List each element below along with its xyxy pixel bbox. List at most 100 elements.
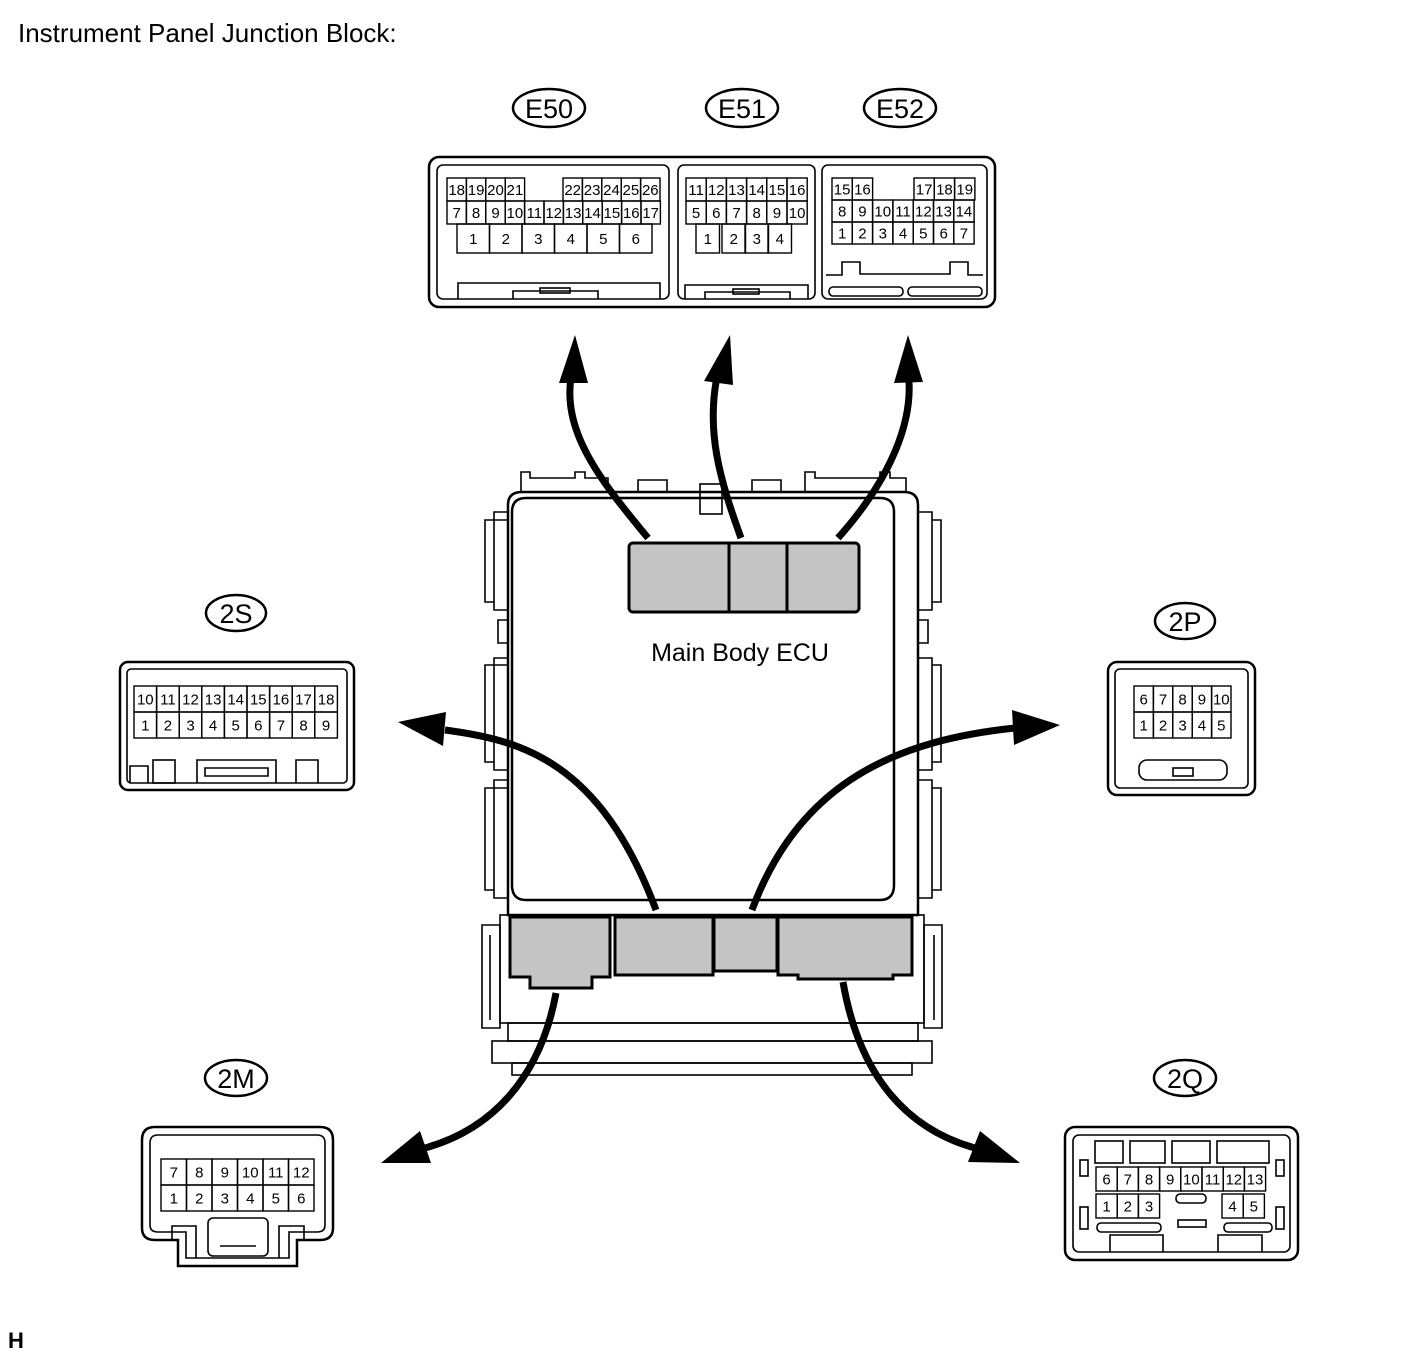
pin-number: 3 bbox=[534, 231, 542, 248]
pin-number: 9 bbox=[773, 205, 781, 222]
arrow-to-2s bbox=[444, 726, 660, 912]
pin-cell bbox=[1137, 1193, 1161, 1219]
pin-number: 5 bbox=[272, 1191, 280, 1208]
arrow-head-2q bbox=[968, 1131, 1020, 1163]
pin-cell bbox=[1243, 1166, 1267, 1192]
pin-number: 9 bbox=[221, 1165, 229, 1182]
pin-number: 8 bbox=[195, 1165, 203, 1182]
svg-text:E51: E51 bbox=[718, 94, 766, 124]
pin-number: 11 bbox=[895, 204, 911, 221]
pin-number: 3 bbox=[186, 718, 194, 735]
pin-number: 23 bbox=[584, 182, 601, 199]
pin-number: 5 bbox=[919, 226, 927, 243]
pin-number: 4 bbox=[1228, 1199, 1236, 1216]
pin-number: 18 bbox=[936, 182, 953, 199]
arrow-to-2q bbox=[839, 981, 976, 1152]
pin-number: 26 bbox=[642, 182, 659, 199]
pin-number: 4 bbox=[567, 231, 575, 248]
pin-number: 22 bbox=[564, 182, 581, 199]
pin-number: 8 bbox=[299, 718, 307, 735]
connector-2q-housing bbox=[1063, 1125, 1300, 1262]
label-2s: 2S bbox=[204, 593, 268, 633]
pin-number: 4 bbox=[246, 1191, 254, 1208]
svg-text:2S: 2S bbox=[219, 599, 252, 629]
pin-number: 5 bbox=[599, 231, 607, 248]
pin-number: 8 bbox=[1145, 1172, 1153, 1189]
pin-number: 1 bbox=[1102, 1199, 1110, 1216]
pin-number: 1 bbox=[704, 231, 712, 248]
svg-text:E50: E50 bbox=[525, 94, 573, 124]
pin-number: 7 bbox=[1124, 1172, 1132, 1189]
pin-number: 2 bbox=[164, 718, 172, 735]
label-2p: 2P bbox=[1153, 601, 1217, 641]
pin-number: 15 bbox=[250, 692, 267, 709]
pin-number: 6 bbox=[939, 226, 947, 243]
pin-number: 3 bbox=[221, 1191, 229, 1208]
pin-number: 11 bbox=[688, 182, 704, 199]
pin-number: 10 bbox=[137, 692, 154, 709]
pin-number: 5 bbox=[1217, 718, 1225, 735]
pin-number: 15 bbox=[604, 205, 621, 222]
pin-number: 3 bbox=[1145, 1199, 1153, 1216]
pin-number: 4 bbox=[899, 226, 907, 243]
pin-number: 24 bbox=[603, 182, 620, 199]
pin-number: 7 bbox=[1159, 692, 1167, 709]
pin-number: 11 bbox=[1205, 1172, 1221, 1189]
pin-number: 20 bbox=[487, 182, 504, 199]
pin-number: 2 bbox=[195, 1191, 203, 1208]
pin-number: 10 bbox=[1213, 692, 1230, 709]
pin-number: 3 bbox=[753, 231, 761, 248]
pin-number: 12 bbox=[708, 182, 725, 199]
connector-2s-housing bbox=[118, 660, 356, 792]
pin-number: 9 bbox=[1198, 692, 1206, 709]
label-e52: E52 bbox=[862, 87, 938, 129]
pin-number: 12 bbox=[915, 204, 932, 221]
arrow-head-2s bbox=[398, 712, 446, 746]
svg-text:2P: 2P bbox=[1168, 607, 1201, 637]
pin-number: 8 bbox=[753, 205, 761, 222]
pin-number: 7 bbox=[277, 718, 285, 735]
pin-number: 1 bbox=[141, 718, 149, 735]
arrow-head-e52 bbox=[894, 335, 923, 383]
svg-text:E52: E52 bbox=[876, 94, 924, 124]
pin-number: 3 bbox=[1178, 718, 1186, 735]
pin-number: 10 bbox=[507, 205, 524, 222]
pin-number: 12 bbox=[182, 692, 199, 709]
pin-number: 10 bbox=[874, 204, 891, 221]
pin-number: 2 bbox=[502, 231, 510, 248]
pin-number: 15 bbox=[769, 182, 786, 199]
pin-number: 3 bbox=[879, 226, 887, 243]
connector-2m-housing bbox=[140, 1125, 335, 1268]
pin-number: 2 bbox=[1124, 1199, 1132, 1216]
pin-cell bbox=[287, 1184, 315, 1212]
arrow-to-2p bbox=[748, 724, 1016, 912]
pin-cell bbox=[786, 200, 808, 225]
pin-number: 6 bbox=[632, 231, 640, 248]
pin-cell bbox=[314, 711, 339, 739]
ecu-label: Main Body ECU bbox=[651, 639, 829, 667]
pin-number: 14 bbox=[956, 204, 973, 221]
pin-number: 8 bbox=[1178, 692, 1186, 709]
pin-number: 14 bbox=[227, 692, 244, 709]
pin-number: 9 bbox=[1166, 1172, 1174, 1189]
pin-cell bbox=[767, 223, 793, 254]
pin-cell bbox=[695, 223, 721, 254]
pin-number: 11 bbox=[527, 205, 543, 222]
pin-number: 2 bbox=[730, 231, 738, 248]
pin-number: 18 bbox=[318, 692, 335, 709]
label-e50: E50 bbox=[511, 87, 587, 129]
top-connector-housing bbox=[427, 155, 997, 309]
pin-number: 16 bbox=[623, 205, 640, 222]
label-2q: 2Q bbox=[1152, 1058, 1218, 1098]
svg-text:2M: 2M bbox=[217, 1064, 255, 1094]
page-title: Instrument Panel Junction Block: bbox=[18, 18, 397, 48]
pin-number: 9 bbox=[858, 204, 866, 221]
pin-number: 7 bbox=[732, 205, 740, 222]
pin-number: 6 bbox=[712, 205, 720, 222]
footer-mark: H bbox=[8, 1328, 24, 1353]
pin-number: 16 bbox=[789, 182, 806, 199]
pin-number: 2 bbox=[1159, 718, 1167, 735]
